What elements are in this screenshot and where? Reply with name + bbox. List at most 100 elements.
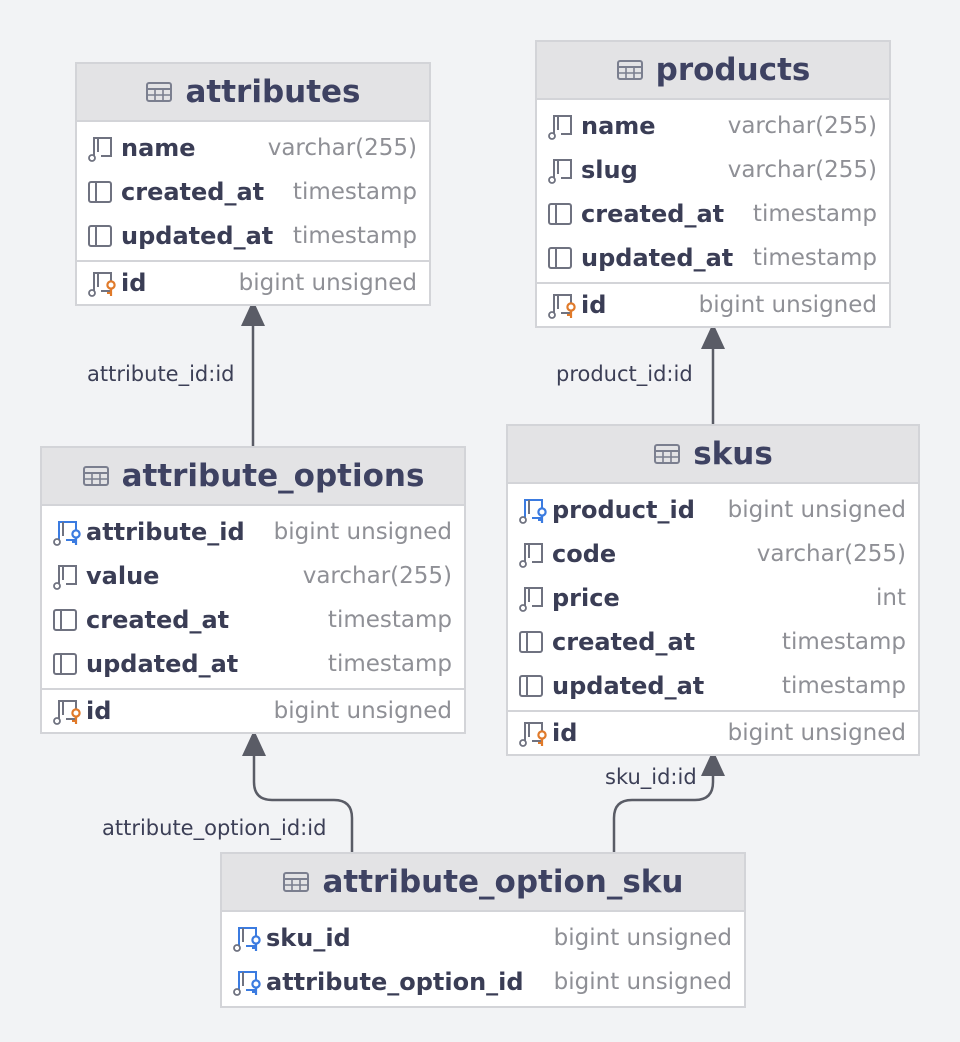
column-name: id bbox=[121, 269, 147, 297]
column-name: slug bbox=[581, 156, 638, 184]
column-row[interactable]: code varchar(255) bbox=[508, 532, 918, 576]
table-icon bbox=[82, 466, 109, 486]
foreign-key-icon bbox=[233, 971, 261, 996]
primary-key-icon bbox=[53, 700, 81, 725]
column-row[interactable]: attribute_option_id bigint unsigned bbox=[222, 960, 744, 1004]
column-row[interactable]: updated_at timestamp bbox=[42, 642, 464, 686]
column-name: id bbox=[86, 697, 112, 725]
column-type: timestamp bbox=[292, 179, 417, 205]
column-type: bigint unsigned bbox=[727, 497, 906, 523]
table-icon bbox=[283, 872, 310, 892]
column-type: bigint unsigned bbox=[553, 925, 732, 951]
column-icon bbox=[53, 653, 77, 675]
edge-label-product-id: product_id:id bbox=[556, 362, 693, 386]
column-row[interactable]: updated_at timestamp bbox=[537, 236, 889, 280]
column-type: bigint unsigned bbox=[727, 720, 906, 746]
column-name: updated_at bbox=[86, 650, 239, 678]
column-type: varchar(255) bbox=[727, 157, 877, 183]
table-name: attribute_option_sku bbox=[322, 864, 684, 900]
table-name: attributes bbox=[185, 74, 361, 110]
column-type: int bbox=[876, 585, 906, 611]
column-name: code bbox=[552, 540, 617, 568]
column-icon bbox=[548, 203, 572, 225]
column-name: updated_at bbox=[552, 672, 705, 700]
primary-key-icon bbox=[548, 294, 576, 319]
arrowhead-attribute-options bbox=[242, 730, 266, 756]
column-icon bbox=[88, 225, 112, 247]
table-name: attribute_options bbox=[121, 458, 425, 494]
table-header[interactable]: products bbox=[537, 42, 889, 100]
column-row[interactable]: created_at timestamp bbox=[77, 170, 429, 214]
column-type: bigint unsigned bbox=[553, 969, 732, 995]
column-name: attribute_option_id bbox=[266, 968, 524, 996]
column-type: timestamp bbox=[327, 651, 452, 677]
column-type: timestamp bbox=[292, 223, 417, 249]
column-name: updated_at bbox=[581, 244, 734, 272]
table-icon bbox=[654, 444, 681, 464]
column-type: timestamp bbox=[327, 607, 452, 633]
table-header[interactable]: attribute_options bbox=[42, 448, 464, 506]
edge-label-attribute-option-id: attribute_option_id:id bbox=[102, 816, 327, 840]
primary-key-row[interactable]: id bigint unsigned bbox=[508, 712, 918, 754]
column-type: bigint unsigned bbox=[238, 270, 417, 296]
column-name: id bbox=[581, 291, 607, 319]
arrowhead-products bbox=[701, 323, 725, 349]
arrowhead-attributes bbox=[241, 300, 265, 326]
column-name: created_at bbox=[86, 606, 230, 634]
foreign-key-icon bbox=[519, 499, 547, 524]
column-row[interactable]: updated_at timestamp bbox=[77, 214, 429, 258]
nullable-column-icon bbox=[548, 159, 572, 184]
table-header[interactable]: skus bbox=[508, 426, 918, 484]
table-name: skus bbox=[693, 436, 773, 472]
table-icon bbox=[616, 60, 643, 80]
primary-key-row[interactable]: id bigint unsigned bbox=[537, 284, 889, 326]
column-name: name bbox=[121, 134, 196, 162]
primary-key-row[interactable]: id bigint unsigned bbox=[77, 262, 429, 304]
column-name: id bbox=[552, 719, 578, 747]
column-icon bbox=[519, 675, 543, 697]
nullable-column-icon bbox=[519, 543, 543, 568]
arrowhead-skus bbox=[701, 750, 725, 776]
column-type: varchar(255) bbox=[756, 541, 906, 567]
column-name: created_at bbox=[552, 628, 696, 656]
nullable-column-icon bbox=[519, 587, 543, 612]
edge-sku-id bbox=[612, 772, 715, 853]
table-header[interactable]: attributes bbox=[77, 64, 429, 122]
foreign-key-icon bbox=[233, 927, 261, 952]
column-type: timestamp bbox=[781, 629, 906, 655]
nullable-column-icon bbox=[548, 115, 572, 140]
column-name: updated_at bbox=[121, 222, 274, 250]
column-row[interactable]: created_at timestamp bbox=[42, 598, 464, 642]
column-icon bbox=[519, 631, 543, 653]
column-icon bbox=[53, 609, 77, 631]
column-row[interactable]: created_at timestamp bbox=[508, 620, 918, 664]
column-icon bbox=[548, 247, 572, 269]
edge-label-attribute-id: attribute_id:id bbox=[87, 362, 235, 386]
primary-key-icon bbox=[519, 722, 547, 747]
column-type: bigint unsigned bbox=[698, 292, 877, 318]
primary-key-icon bbox=[88, 272, 116, 297]
column-type: timestamp bbox=[752, 201, 877, 227]
column-type: timestamp bbox=[752, 245, 877, 271]
column-row[interactable]: slug varchar(255) bbox=[537, 148, 889, 192]
edge-attribute-option-id bbox=[252, 750, 354, 853]
column-name: created_at bbox=[121, 178, 265, 206]
table-header[interactable]: attribute_option_sku bbox=[222, 854, 744, 912]
table-icon bbox=[146, 82, 173, 102]
